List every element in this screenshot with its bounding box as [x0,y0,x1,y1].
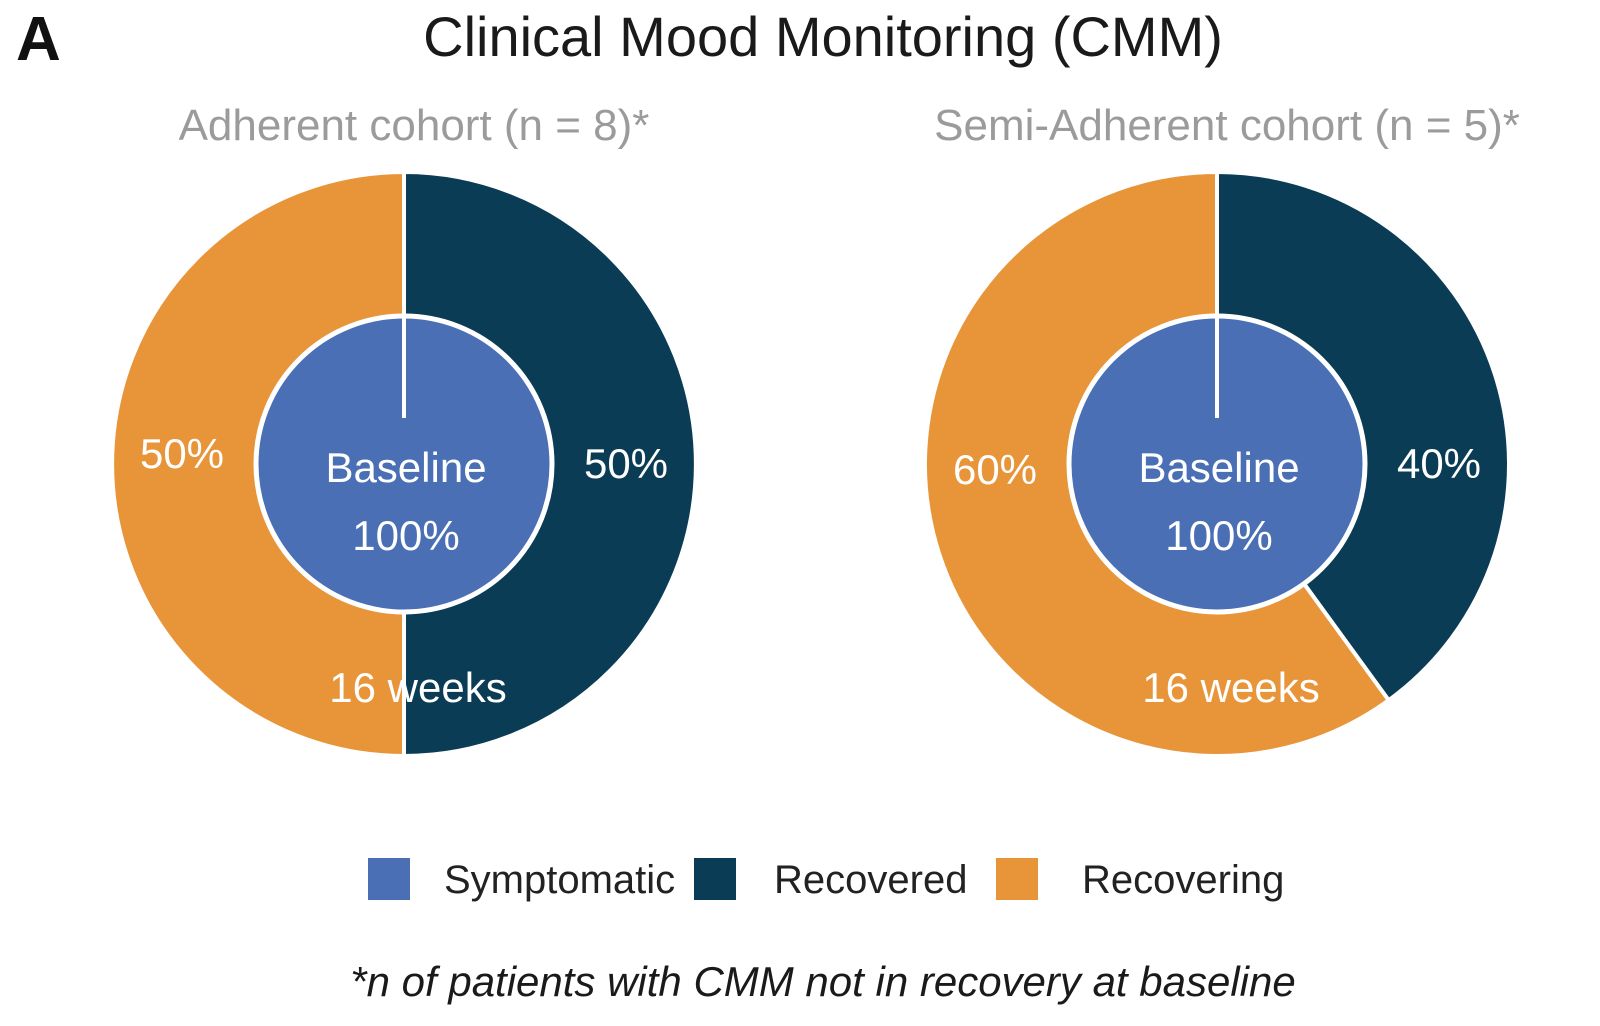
value-label-recovered: 50% [584,440,668,487]
cohort-title: Adherent cohort (n = 8)* [179,101,650,150]
donut-1: Adherent cohort (n = 8)* Baseline 100% 50% 5… [110,101,698,759]
cohort-title: Semi-Adherent cohort (n = 5)* [934,101,1520,150]
value-label-recovering: 60% [953,446,1037,493]
legend-swatch-symptomatic [368,858,410,900]
legend-label-recovering: Recovering [1082,858,1284,902]
inner-ring-label: Baseline [1138,444,1299,491]
legend: Symptomatic Recovered Recovering [368,858,1284,902]
legend-label-symptomatic: Symptomatic [444,858,675,902]
inner-ring-label: Baseline [325,444,486,491]
value-label-recovered: 40% [1397,440,1481,487]
legend-swatch-recovered [694,858,736,900]
panel-letter: A [16,5,61,74]
outer-ring-label: 16 weeks [1142,664,1319,711]
chart-title: Clinical Mood Monitoring (CMM) [423,5,1223,68]
footnote: *n of patients with CMM not in recovery … [350,958,1296,1005]
outer-ring-label: 16 weeks [329,664,506,711]
legend-swatch-recovering [996,858,1038,900]
donut-2: Semi-Adherent cohort (n = 5)* Baseline 100… [923,101,1520,758]
legend-label-recovered: Recovered [774,858,967,902]
value-label-recovering: 50% [140,430,224,477]
inner-value-label: 100% [1165,512,1272,559]
inner-value-label: 100% [352,512,459,559]
